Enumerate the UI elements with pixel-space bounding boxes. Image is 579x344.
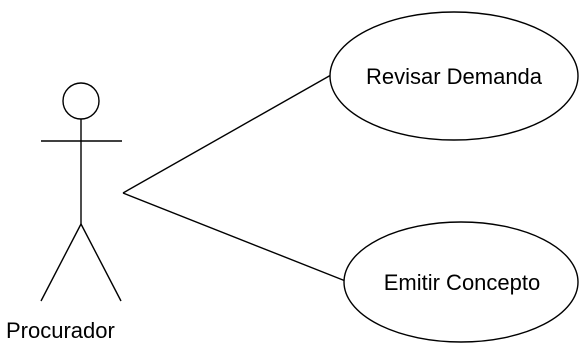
actor-head (62, 82, 100, 120)
use-case-ellipse (343, 221, 579, 343)
association-emitir-concepto (122, 192, 349, 283)
use-case-label: Emitir Concepto (384, 270, 541, 295)
use-case-label: Revisar Demanda (366, 64, 543, 89)
use-case-emitir-concepto: Emitir Concepto (343, 221, 579, 343)
actor-name: Procurador (6, 318, 115, 343)
actor-procurador: Procurador (6, 82, 122, 343)
use-case-revisar-demanda: Revisar Demanda (329, 11, 579, 141)
use-case-ellipse (329, 11, 579, 141)
actor-right-leg (80, 223, 122, 302)
actor-left-leg (40, 223, 82, 302)
association-revisar-demanda (122, 74, 332, 194)
